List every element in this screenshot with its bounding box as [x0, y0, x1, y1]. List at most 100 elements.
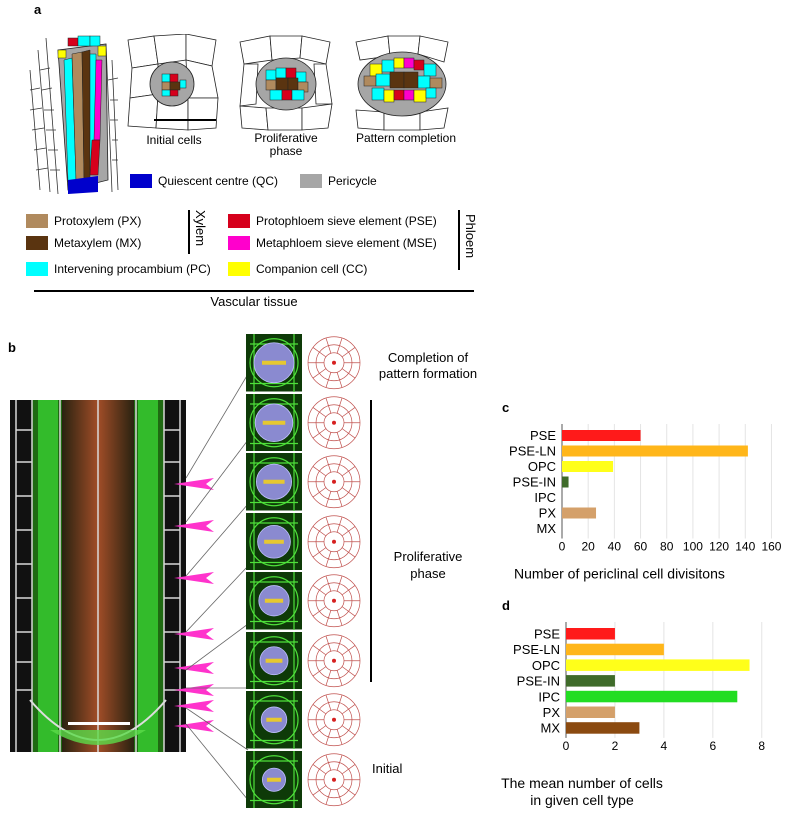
category-label-ipc: IPC: [534, 490, 556, 505]
panel-letter-a: a: [34, 2, 42, 17]
legend-swatch-px: [26, 214, 48, 228]
panel-letter-b: b: [8, 340, 16, 355]
legend-swatch-mse: [228, 236, 250, 250]
confocal-section-4: [246, 512, 302, 570]
x-axis-title-line-2: in given cell type: [530, 792, 634, 808]
traced-section-2: [304, 393, 364, 451]
stage-label-proliferative: Proliferative phase: [254, 131, 318, 158]
traced-section-3: [304, 453, 364, 511]
category-label-pse: PSE: [530, 428, 556, 443]
bar-px: [562, 507, 597, 519]
xylem-group-label: Xylem: [193, 210, 208, 247]
bar-mx: [566, 722, 640, 734]
legend-swatch-qc: [130, 174, 152, 188]
category-label-pse-ln: PSE-LN: [509, 444, 556, 459]
stage-label-completion: Completion of pattern formation: [378, 350, 478, 381]
confocal-section-2: [246, 393, 302, 451]
category-label-pse-ln: PSE-LN: [513, 642, 560, 657]
legend-swatch-cc: [228, 262, 250, 276]
bar-px: [566, 706, 615, 718]
bar-pse-in: [562, 476, 569, 488]
x-tick-label-4: 80: [660, 540, 674, 554]
panel-letter-c: c: [502, 400, 510, 415]
x-tick-label-6: 120: [709, 540, 729, 554]
legend-label-pericycle: Pericycle: [328, 174, 377, 188]
x-tick-label-8: 160: [761, 540, 781, 554]
x-tick-label-3: 60: [634, 540, 648, 554]
category-label-pse-in: PSE-IN: [517, 674, 560, 689]
xylem-bracket: [188, 210, 190, 254]
legend-label-px: Protoxylem (PX): [54, 214, 142, 228]
vascular-tissue-line: [34, 290, 474, 292]
x-tick-label-0: 0: [559, 540, 566, 554]
bar-pse: [562, 430, 641, 441]
confocal-section-1: [246, 334, 302, 392]
confocal-section-column: [246, 334, 302, 810]
cross-section-proliferative: [239, 35, 333, 131]
proliferative-bracket: [370, 400, 372, 682]
legend-swatch-mx: [26, 236, 48, 250]
x-tick-label-7: 140: [735, 540, 755, 554]
bar-pse: [566, 628, 615, 640]
cross-section-pattern-completion: [355, 35, 449, 131]
category-label-mx: MX: [537, 521, 557, 536]
stage-label-initial-b: Initial: [372, 761, 403, 776]
confocal-section-8: [246, 750, 302, 808]
category-label-opc: OPC: [532, 658, 560, 673]
confocal-section-3: [246, 453, 302, 511]
root-longitudinal-diagram: [28, 30, 120, 196]
legend-label-mse: Metaphloem sieve element (MSE): [256, 236, 437, 250]
x-tick-label-0: 0: [563, 739, 570, 753]
cross-section-initial: [127, 34, 219, 131]
bar-pse-in: [566, 675, 615, 687]
x-tick-label-1: 2: [612, 739, 619, 753]
x-tick-label-5: 100: [683, 540, 703, 554]
confocal-section-5: [246, 572, 302, 630]
stage-arrows: [174, 478, 214, 732]
legend-label-mx: Metaxylem (MX): [54, 236, 142, 250]
traced-section-5: [304, 572, 364, 630]
traced-section-8: [304, 750, 364, 808]
bar-opc: [566, 659, 750, 671]
traced-section-1: [304, 334, 364, 392]
category-label-px: PX: [543, 705, 561, 720]
category-label-pse-in: PSE-IN: [513, 475, 556, 490]
category-label-opc: OPC: [528, 459, 556, 474]
x-axis-title-line-1: The mean number of cells: [501, 775, 663, 791]
x-tick-label-2: 40: [608, 540, 622, 554]
stage-label-pattern-completion: Pattern completion: [355, 131, 457, 145]
legend-label-cc: Companion cell (CC): [256, 262, 368, 276]
traced-section-6: [304, 631, 364, 689]
bar-pse-ln: [562, 445, 748, 457]
phloem-group-label: Phloem: [463, 214, 478, 259]
category-label-ipc: IPC: [538, 689, 560, 704]
category-label-mx: MX: [541, 721, 561, 736]
stage-label-proliferative-b: Proliferative phase: [393, 549, 463, 581]
legend-label-pse: Protophloem sieve element (PSE): [256, 214, 437, 228]
phloem-bracket: [458, 210, 460, 270]
category-label-pse: PSE: [534, 627, 560, 642]
stage-label-initial: Initial cells: [146, 133, 202, 147]
confocal-section-6: [246, 631, 302, 689]
x-tick-label-3: 6: [709, 739, 716, 753]
connector-lines: [186, 373, 249, 801]
legend-swatch-pericycle: [300, 174, 322, 188]
bar-opc: [562, 461, 614, 472]
x-axis-title-line-1: Number of periclinal cell divisitons: [514, 566, 725, 582]
traced-section-column: [304, 334, 364, 810]
x-tick-label-4: 8: [758, 739, 765, 753]
legend-label-qc: Quiescent centre (QC): [158, 174, 279, 188]
legend-label-pc: Intervening procambium (PC): [54, 262, 211, 276]
legend-swatch-pse: [228, 214, 250, 228]
traced-section-7: [304, 691, 364, 749]
bar-ipc: [566, 690, 738, 703]
panel-letter-d: d: [502, 598, 510, 613]
root-micrograph: [10, 400, 186, 752]
vascular-tissue-label: Vascular tissue: [210, 294, 298, 309]
category-label-px: PX: [539, 506, 557, 521]
legend-swatch-pc: [26, 262, 48, 276]
bar-pse-ln: [566, 643, 664, 656]
x-tick-label-2: 4: [661, 739, 668, 753]
